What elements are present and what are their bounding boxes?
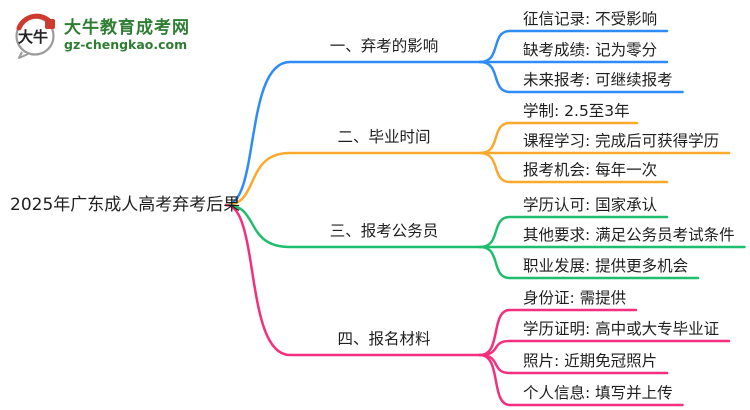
bubble-tail	[18, 51, 29, 59]
branch-connector-4	[224, 203, 482, 357]
logo-icon-text: 大牛	[18, 28, 48, 46]
logo: 大牛 大牛教育成考网 gz-chengkao.com	[12, 11, 190, 59]
leaf-label-3-1: 学历认可: 国家承认	[523, 196, 658, 214]
logo-domain: gz-chengkao.com	[64, 37, 188, 52]
leaf-label-4-4: 个人信息: 填写并上传	[523, 384, 673, 402]
branch-connector-3	[224, 203, 482, 249]
leaf-label-1-2: 缺考成绩: 记为零分	[523, 41, 658, 59]
logo-text: 大牛教育成考网 gz-chengkao.com	[64, 18, 190, 52]
branch-label-3: 三、报考公务员	[329, 222, 439, 240]
branch-connector-1	[224, 60, 482, 207]
leaf-connector-2-3	[478, 151, 669, 184]
branch-label-2: 二、毕业时间	[337, 128, 431, 146]
leaf-label-1-3: 未来报考: 可继续报考	[523, 71, 673, 89]
red-seal	[45, 19, 55, 29]
red-arc	[16, 13, 51, 31]
leaf-label-3-3: 职业发展: 提供更多机会	[523, 257, 689, 275]
leaf-connector-4-4	[478, 353, 684, 407]
leaf-label-4-1: 身份证: 需提供	[523, 289, 627, 307]
logo-title: 大牛教育成考网	[64, 18, 190, 38]
branch-connector-2	[224, 151, 482, 207]
leaf-label-1-1: 征信记录: 不受影响	[523, 10, 658, 28]
branch-label-4: 四、报名材料	[337, 330, 431, 348]
center-topic: 2025年广东成人高考弃考后果	[10, 195, 241, 215]
leaf-label-4-3: 照片: 近期免冠照片	[523, 352, 658, 370]
leaf-label-3-2: 其他要求: 满足公务员考试条件	[523, 226, 735, 244]
leaf-label-2-2: 课程学习: 完成后可获得学历	[523, 132, 720, 150]
branch-label-1: 一、弃考的影响	[329, 37, 439, 55]
leaf-label-4-2: 学历证明: 高中或大专毕业证	[523, 320, 720, 338]
leaf-connector-1-3	[478, 60, 684, 94]
leaf-connector-3-3	[478, 245, 700, 280]
daniu-logo-icon: 大牛	[15, 13, 55, 59]
leaf-label-2-1: 学制: 2.5至3年	[523, 102, 630, 120]
leaf-label-2-3: 报考机会: 每年一次	[523, 161, 658, 179]
leaf-connector-4-1	[478, 308, 638, 357]
